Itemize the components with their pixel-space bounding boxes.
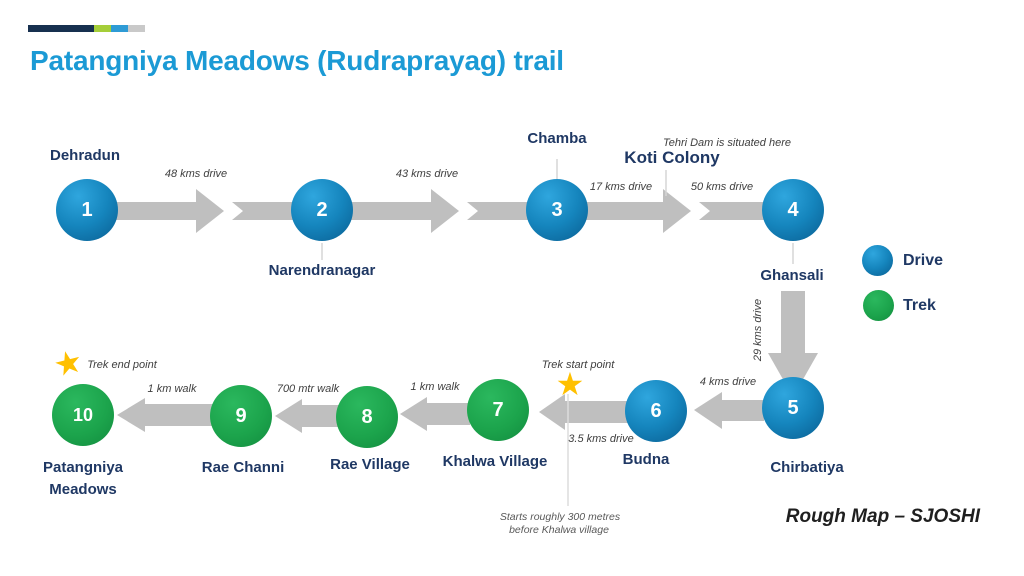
node-number: 6 — [650, 399, 662, 422]
accent-bar-navy — [28, 25, 94, 32]
node-number: 9 — [235, 404, 247, 427]
distance-label-1-2: 48 kms drive — [164, 168, 228, 180]
distance-label-6-7: 3.5 kms drive — [568, 433, 634, 445]
accent-bar-gray — [128, 25, 145, 32]
distance-label-4-5: 29 kms drive — [752, 298, 764, 362]
accent-bar — [28, 25, 145, 32]
drive-arrow-3-4 — [557, 189, 793, 233]
place-label-ghansali: Ghansali — [760, 267, 824, 284]
place-label-koti-colony: Koti Colony — [624, 148, 720, 167]
node-number: 7 — [492, 398, 504, 421]
distance-label-8-9: 700 mtr walk — [276, 383, 340, 395]
trail-node-chirbatiya: 5 — [762, 377, 824, 439]
drive-arrow-1-2 — [87, 189, 322, 233]
trek-start-label: Trek start point — [541, 359, 615, 371]
place-label-patangniya-meadows: Patangniya Meadows — [42, 459, 124, 498]
legend-trek-label: Trek — [903, 297, 936, 314]
trail-node-dehradun: 1 — [56, 179, 118, 241]
distance-label-9-10: 1 km walk — [147, 383, 197, 395]
node-number: 8 — [361, 405, 373, 428]
node-number: 3 — [551, 198, 563, 221]
place-label-rae-channi: Rae Channi — [201, 459, 285, 476]
trek-arrow-7-8 — [400, 397, 470, 431]
place-label-narendranagar: Narendranagar — [268, 262, 376, 279]
distance-label-5-6: 4 kms drive — [699, 376, 757, 388]
node-number: 4 — [787, 198, 799, 221]
legend-trek-dot-icon — [863, 290, 894, 321]
place-label-chamba: Chamba — [527, 130, 587, 147]
trek-end-label: Trek end point — [87, 359, 157, 371]
distance-label-koti-4: 50 kms drive — [690, 181, 754, 193]
trail-node-patangniya-meadows: 10 — [52, 384, 114, 446]
trail-node-khalwa-village: 7 — [467, 379, 529, 441]
page-title: Patangniya Meadows (Rudraprayag) trail — [30, 45, 564, 76]
trek-start-note-line2: before Khalwa village — [509, 524, 609, 536]
distance-label-2-3: 43 kms drive — [395, 168, 459, 180]
accent-bar-blue — [111, 25, 128, 32]
place-label-dehradun: Dehradun — [50, 147, 121, 164]
node-number: 1 — [81, 198, 93, 221]
distance-label-7-8: 1 km walk — [410, 381, 460, 393]
trail-node-rae-channi: 9 — [210, 385, 272, 447]
place-label-rae-village: Rae Village — [330, 456, 410, 473]
drive-arrow-4-5-down — [768, 291, 818, 397]
trail-node-chamba: 3 — [526, 179, 588, 241]
label-connector-lines — [321, 159, 794, 506]
trek-start-note-line1: Starts roughly 300 metres — [499, 511, 621, 523]
node-number: 2 — [316, 198, 328, 221]
drive-arrow-6-7 — [539, 394, 628, 430]
place-label-chirbatiya: Chirbatiya — [770, 459, 844, 476]
drive-arrow-5-6 — [694, 392, 764, 429]
legend-drive-label: Drive — [903, 252, 944, 269]
trail-node-budna: 6 — [625, 380, 687, 442]
accent-bar-green — [94, 25, 111, 32]
drive-arrow-2-3 — [322, 189, 557, 233]
legend-drive-dot-icon — [862, 245, 893, 276]
map-credit: Rough Map – SJOSHI — [785, 506, 980, 527]
place-label-budna: Budna — [622, 451, 670, 468]
node-number: 5 — [787, 396, 799, 419]
trek-arrow-8-9 — [275, 399, 339, 433]
trail-node-rae-village: 8 — [336, 386, 398, 448]
node-number: 10 — [72, 404, 94, 425]
trek-arrow-9-10 — [117, 398, 213, 432]
distance-label-3-koti: 17 kms drive — [589, 181, 653, 193]
trail-node-ghansali: 4 — [762, 179, 824, 241]
trail-node-narendranagar: 2 — [291, 179, 353, 241]
tehri-dam-note: Tehri Dam is situated here — [663, 137, 791, 149]
trek-start-star-icon: ★ — [555, 366, 585, 402]
place-label-khalwa-village: Khalwa Village — [442, 453, 548, 470]
